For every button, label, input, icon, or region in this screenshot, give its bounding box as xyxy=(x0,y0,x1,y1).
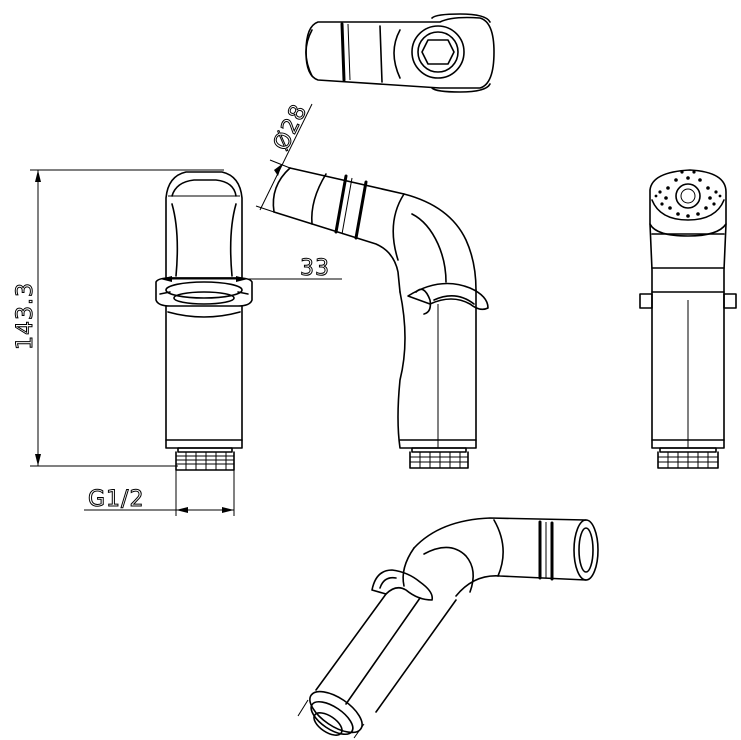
width-label: 33 xyxy=(300,256,330,281)
side-view-angled xyxy=(272,167,489,469)
spray-face-view xyxy=(639,169,737,469)
perspective-view xyxy=(297,517,599,739)
height-dimension: 143.3 xyxy=(13,169,224,467)
diameter-dimension: Ø28 xyxy=(255,100,313,213)
width-dimension: 33 xyxy=(160,256,342,282)
front-view xyxy=(155,171,253,471)
thread-label: G1/2 xyxy=(88,487,144,512)
diameter-label: Ø28 xyxy=(269,100,313,154)
thread-dimension: G1/2 xyxy=(84,470,235,516)
height-label: 143.3 xyxy=(13,282,38,350)
top-view xyxy=(305,13,495,93)
